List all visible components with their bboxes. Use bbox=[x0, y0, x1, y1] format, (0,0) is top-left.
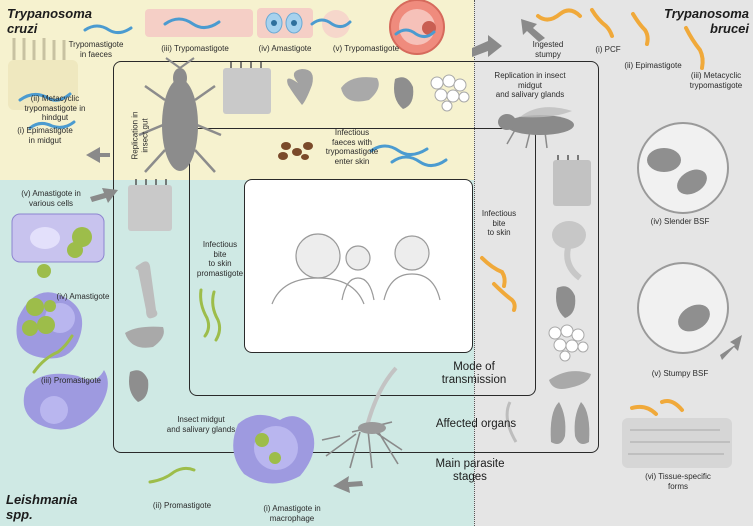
faeces bbox=[278, 142, 313, 160]
label-leish-iv: (iv) Amastigote bbox=[56, 292, 110, 301]
flow-arrows bbox=[86, 19, 742, 493]
arrow-into-brucei bbox=[521, 19, 545, 42]
label-brucei-ii: (ii) Epimastigote bbox=[624, 61, 682, 70]
label-leish-iii: (iii) Promastigote bbox=[40, 376, 101, 385]
promastigotes bbox=[32, 288, 222, 484]
bsf-blood bbox=[622, 122, 732, 468]
arrow-leish-left bbox=[333, 476, 363, 493]
label-cruzi-v: (v) Trypomastigote bbox=[332, 44, 400, 53]
label-brucei-iv: (iv) Slender BSF bbox=[650, 217, 710, 226]
arrow-cruzi-to-brucei bbox=[472, 35, 502, 57]
label-leish-ii: (ii) Promastigote bbox=[152, 501, 212, 510]
label-cruzi-iii: (iii) Trypomastigote bbox=[161, 44, 229, 53]
tsetse-fly bbox=[498, 107, 574, 149]
cruzi-trypomastigotes bbox=[28, 17, 448, 167]
cruzi-stage-cards bbox=[145, 0, 445, 55]
label-cruzi-iv: (iv) Amastigote bbox=[258, 44, 312, 53]
hindgut-villi bbox=[12, 38, 66, 62]
stages-frame bbox=[113, 61, 599, 453]
human-hosts bbox=[271, 233, 441, 305]
organ-icons bbox=[125, 62, 591, 444]
arrow-cruzi-left bbox=[86, 147, 110, 163]
arrow-leish-up bbox=[90, 188, 118, 203]
leishmania-cells bbox=[11, 213, 315, 484]
arrow-brucei-up bbox=[720, 335, 742, 360]
mosquito bbox=[321, 366, 403, 469]
label-brucei-i: (i) PCF bbox=[595, 45, 621, 54]
label-brucei-v: (v) Stumpy BSF bbox=[651, 369, 709, 378]
label-affected-organs: Affected organs bbox=[435, 418, 517, 430]
transmission-frame bbox=[189, 128, 536, 396]
kissing-bug bbox=[138, 57, 222, 173]
